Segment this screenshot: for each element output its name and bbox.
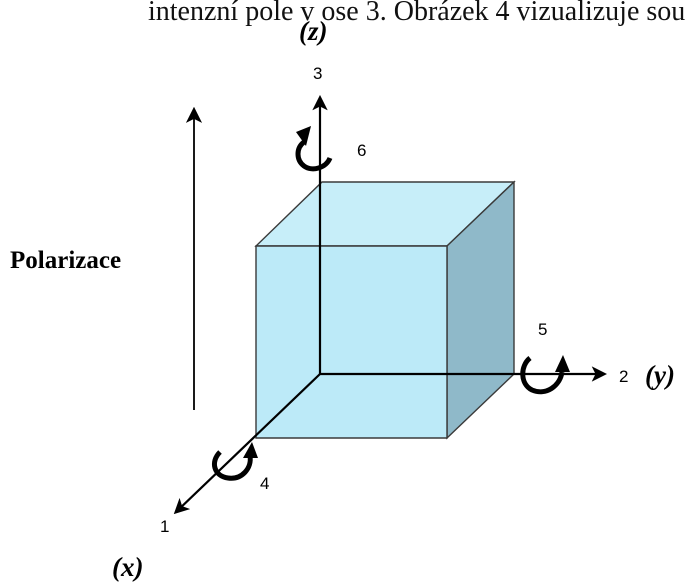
rotation-6-label: 6 <box>357 141 366 160</box>
x-axis-number: 1 <box>160 517 169 536</box>
rotation-6-icon <box>295 126 333 172</box>
y-axis-number: 2 <box>619 367 628 386</box>
x-axis-name: (x) <box>112 552 143 582</box>
z-axis-name: (z) <box>299 16 328 46</box>
header-cropped-text: intenzní pole v ose 3. Obrázek 4 vizuali… <box>148 0 685 27</box>
rotation-5-icon <box>520 355 570 395</box>
rotation-4-icon <box>211 442 258 481</box>
rotation-5-label: 5 <box>538 320 547 339</box>
z-axis-number: 3 <box>313 64 322 83</box>
rotation-4-label: 4 <box>260 474 269 493</box>
y-axis-name: (y) <box>645 360 675 390</box>
x-axis <box>173 373 321 515</box>
polarization-label: Polarizace <box>10 247 121 274</box>
